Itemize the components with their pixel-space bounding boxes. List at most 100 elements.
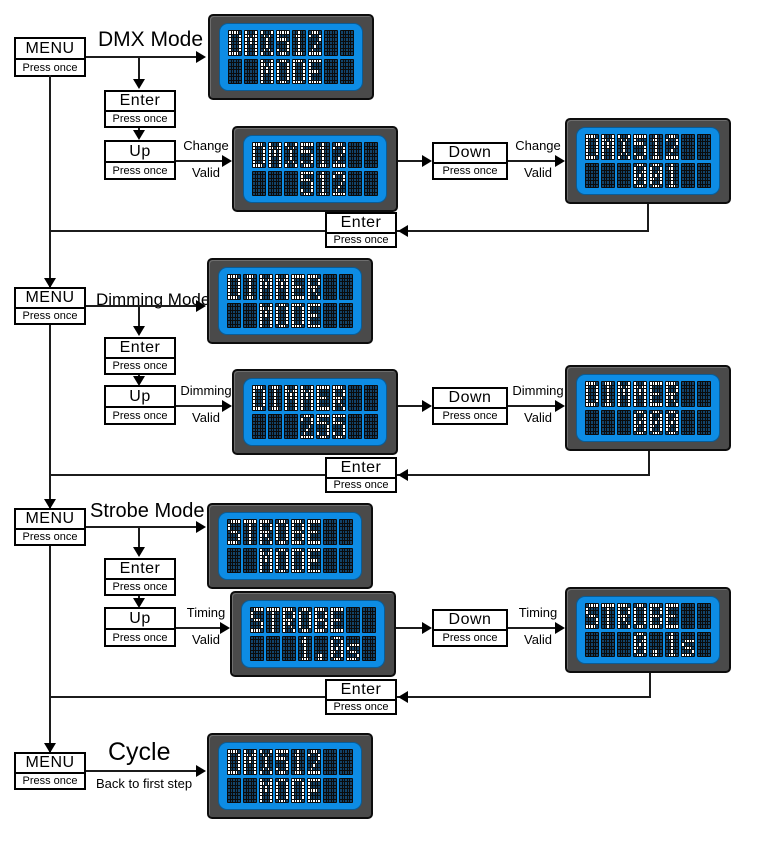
press-once-label: Press once: [333, 701, 389, 713]
menu-button-dimming: MENU Press once: [14, 287, 86, 325]
enter-button-label: Enter: [106, 560, 174, 580]
lcd-screen: [218, 267, 362, 335]
press-once-label: Press once: [22, 61, 78, 74]
arrowhead-down-icon: [133, 598, 145, 608]
valid-label: Valid: [524, 632, 552, 647]
change-label: Change: [515, 138, 561, 153]
connector-line: [176, 160, 224, 162]
valid-label: Valid: [524, 165, 552, 180]
connector-line: [138, 305, 140, 329]
dimming-mode-label: Dimming Mode: [96, 290, 211, 309]
dimming-valid-label: Dimming: [180, 383, 232, 398]
connector-line: [648, 451, 650, 476]
menu-button-strobe: MENU Press once: [14, 508, 86, 546]
menu-button-cycle: MENU Press once: [14, 752, 86, 790]
menu-button-dmx: MENU Press once: [14, 37, 86, 77]
lcd-display-strobe-mode: [207, 503, 373, 589]
arrowhead-right-icon: [196, 521, 206, 533]
arrowhead-right-icon: [555, 155, 565, 167]
connector-line: [508, 405, 556, 407]
enter-button-label: Enter: [327, 214, 395, 234]
press-once-label: Press once: [112, 631, 168, 644]
menu-button-label: MENU: [16, 510, 84, 530]
down-button-strobe: Down Press once: [432, 609, 508, 647]
connector-line: [647, 204, 649, 232]
up-button-label: Up: [106, 387, 174, 408]
arrowhead-right-icon: [196, 51, 206, 63]
down-button-dmx: Down Press once: [432, 142, 508, 180]
down-button-label: Down: [434, 144, 506, 164]
press-once-label: Press once: [22, 531, 78, 543]
lcd-display-dimming-up: [232, 369, 398, 455]
arrowhead-down-icon: [133, 130, 145, 140]
lcd-screen: [243, 135, 387, 203]
connector-line: [176, 627, 222, 629]
connector-line: [49, 546, 51, 752]
connector-line: [86, 770, 198, 772]
lcd-display-dmx-up: [232, 126, 398, 212]
arrowhead-right-icon: [220, 622, 230, 634]
arrowhead-right-icon: [555, 400, 565, 412]
press-once-label: Press once: [22, 310, 78, 322]
arrowhead-down-icon: [44, 278, 56, 288]
dimming-valid-label: Dimming: [512, 383, 564, 398]
enter-button-label: Enter: [106, 92, 174, 112]
valid-label: Valid: [192, 632, 220, 647]
up-button-dmx: Up Press once: [104, 140, 176, 180]
connector-line: [396, 627, 424, 629]
arrowhead-right-icon: [196, 765, 206, 777]
back-to-first-step-label: Back to first step: [96, 776, 193, 791]
enter-button-label: Enter: [327, 459, 395, 479]
down-button-label: Down: [434, 611, 506, 631]
connector-line: [398, 160, 424, 162]
enter-button-dimming: Enter Press once: [104, 337, 176, 375]
lcd-screen: [218, 512, 362, 580]
connector-line: [508, 160, 556, 162]
lcd-display-dmx-mode: [208, 14, 374, 100]
lcd-display-strobe-down: [565, 587, 731, 673]
valid-label: Valid: [192, 165, 220, 180]
lcd-screen: [576, 596, 720, 664]
cycle-label: Cycle: [108, 738, 171, 766]
press-once-label: Press once: [442, 410, 498, 422]
menu-button-label: MENU: [16, 289, 84, 309]
arrowhead-right-icon: [555, 622, 565, 634]
press-once-label: Press once: [442, 165, 498, 177]
lcd-display-dmx-down: [565, 118, 731, 204]
arrowhead-left-icon: [398, 469, 408, 481]
timing-valid-label: Timing: [518, 605, 558, 620]
connector-line: [86, 56, 198, 58]
up-button-label: Up: [106, 142, 174, 163]
down-button-label: Down: [434, 389, 506, 409]
valid-label: Valid: [524, 410, 552, 425]
connector-line: [86, 305, 198, 307]
dmx-mode-label: DMX Mode: [98, 28, 204, 51]
lcd-screen: [241, 600, 385, 668]
arrowhead-left-icon: [398, 691, 408, 703]
arrowhead-down-icon: [133, 376, 145, 386]
timing-valid-label: Timing: [186, 605, 226, 620]
press-once-label: Press once: [112, 164, 168, 177]
arrowhead-right-icon: [196, 300, 206, 312]
connector-line: [508, 627, 556, 629]
lcd-screen: [218, 742, 362, 810]
connector-line: [176, 405, 224, 407]
lcd-screen: [243, 378, 387, 446]
change-label: Change: [183, 138, 229, 153]
up-button-label: Up: [106, 609, 174, 630]
lcd-screen: [576, 374, 720, 442]
enter-button-dmx: Enter Press once: [104, 90, 176, 128]
connector-line: [138, 526, 140, 550]
up-button-strobe: Up Press once: [104, 607, 176, 647]
enter-button-label: Enter: [106, 339, 174, 359]
press-once-label: Press once: [112, 581, 168, 593]
down-button-dimming: Down Press once: [432, 387, 508, 425]
connector-line: [49, 75, 51, 287]
arrowhead-down-icon: [44, 499, 56, 509]
press-once-label: Press once: [442, 632, 498, 644]
lcd-screen: [219, 23, 363, 91]
lcd-display-dimming-down: [565, 365, 731, 451]
connector-line: [649, 673, 651, 698]
enter-button-strobe: Enter Press once: [104, 558, 176, 596]
